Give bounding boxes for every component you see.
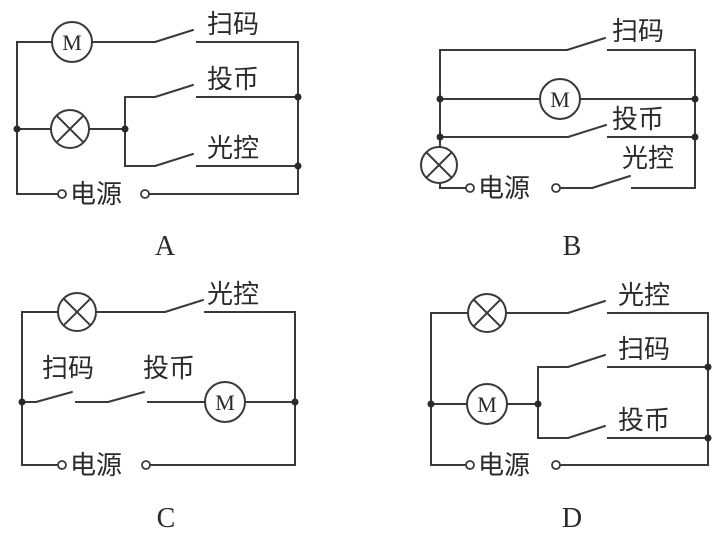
junction bbox=[691, 133, 699, 141]
label-light: 光控 bbox=[207, 134, 259, 164]
lamp-icon bbox=[50, 109, 90, 149]
junction bbox=[691, 95, 699, 103]
circuit-d: 光控 M 扫码 投币 电源 D bbox=[427, 281, 712, 534]
junction bbox=[704, 363, 712, 371]
label-scan: 扫码 bbox=[618, 335, 670, 365]
switch-coin bbox=[567, 425, 606, 439]
switch-coin bbox=[154, 84, 194, 98]
option-letter: A bbox=[155, 231, 176, 262]
junction bbox=[13, 125, 21, 133]
lamp-icon bbox=[57, 292, 97, 332]
junction bbox=[18, 398, 26, 406]
motor-label: M bbox=[215, 390, 235, 415]
circuit-a: M 扫码 投币 光控 电源 bbox=[13, 10, 302, 262]
circuit-b: 扫码 M 投币 电源 光控 B bbox=[420, 17, 699, 262]
source-terminal bbox=[141, 460, 151, 470]
junction bbox=[534, 400, 542, 408]
source-terminal bbox=[465, 183, 475, 193]
motor-label: M bbox=[62, 30, 82, 55]
label-coin: 投币 bbox=[143, 354, 195, 384]
switch-light bbox=[154, 153, 194, 167]
junction bbox=[436, 95, 444, 103]
source-terminal bbox=[140, 189, 150, 199]
source-label: 电源 bbox=[70, 180, 122, 210]
label-coin: 投币 bbox=[612, 105, 664, 135]
label-scan: 扫码 bbox=[42, 354, 94, 384]
source-terminal bbox=[465, 460, 475, 470]
source-label: 电源 bbox=[70, 451, 122, 481]
motor-label: M bbox=[477, 392, 497, 417]
label-coin: 投币 bbox=[618, 406, 670, 436]
label-light: 光控 bbox=[207, 280, 259, 310]
lamp-icon bbox=[467, 293, 507, 333]
switch-scan bbox=[35, 391, 73, 403]
lamp-icon bbox=[420, 146, 458, 184]
source-label: 电源 bbox=[478, 174, 530, 204]
switch-light bbox=[164, 299, 204, 313]
label-coin: 投币 bbox=[207, 65, 259, 95]
switch-light bbox=[591, 175, 631, 189]
label-light: 光控 bbox=[622, 144, 674, 174]
switch-scan bbox=[566, 37, 606, 51]
source-terminal bbox=[551, 183, 561, 193]
switch-scan bbox=[567, 354, 606, 368]
junction bbox=[427, 400, 435, 408]
option-letter: D bbox=[562, 503, 582, 534]
option-letter: C bbox=[157, 503, 176, 534]
label-scan: 扫码 bbox=[207, 10, 259, 40]
circuit-c: 光控 扫码 投币 M 电源 C bbox=[18, 280, 299, 534]
switch-coin bbox=[107, 391, 145, 403]
switch-scan bbox=[154, 29, 194, 43]
switch-light bbox=[567, 300, 606, 314]
junction bbox=[704, 434, 712, 442]
source-label: 电源 bbox=[478, 451, 530, 481]
source-terminal bbox=[551, 460, 561, 470]
switch-coin bbox=[567, 124, 607, 138]
label-scan: 扫码 bbox=[612, 17, 664, 47]
source-terminal bbox=[57, 189, 67, 199]
junction bbox=[121, 125, 129, 133]
junction bbox=[294, 162, 302, 170]
junction bbox=[291, 398, 299, 406]
junction bbox=[294, 93, 302, 101]
source-terminal bbox=[57, 460, 67, 470]
label-light: 光控 bbox=[618, 281, 670, 311]
option-letter: B bbox=[563, 231, 582, 262]
motor-label: M bbox=[550, 87, 570, 112]
junction bbox=[436, 133, 444, 141]
